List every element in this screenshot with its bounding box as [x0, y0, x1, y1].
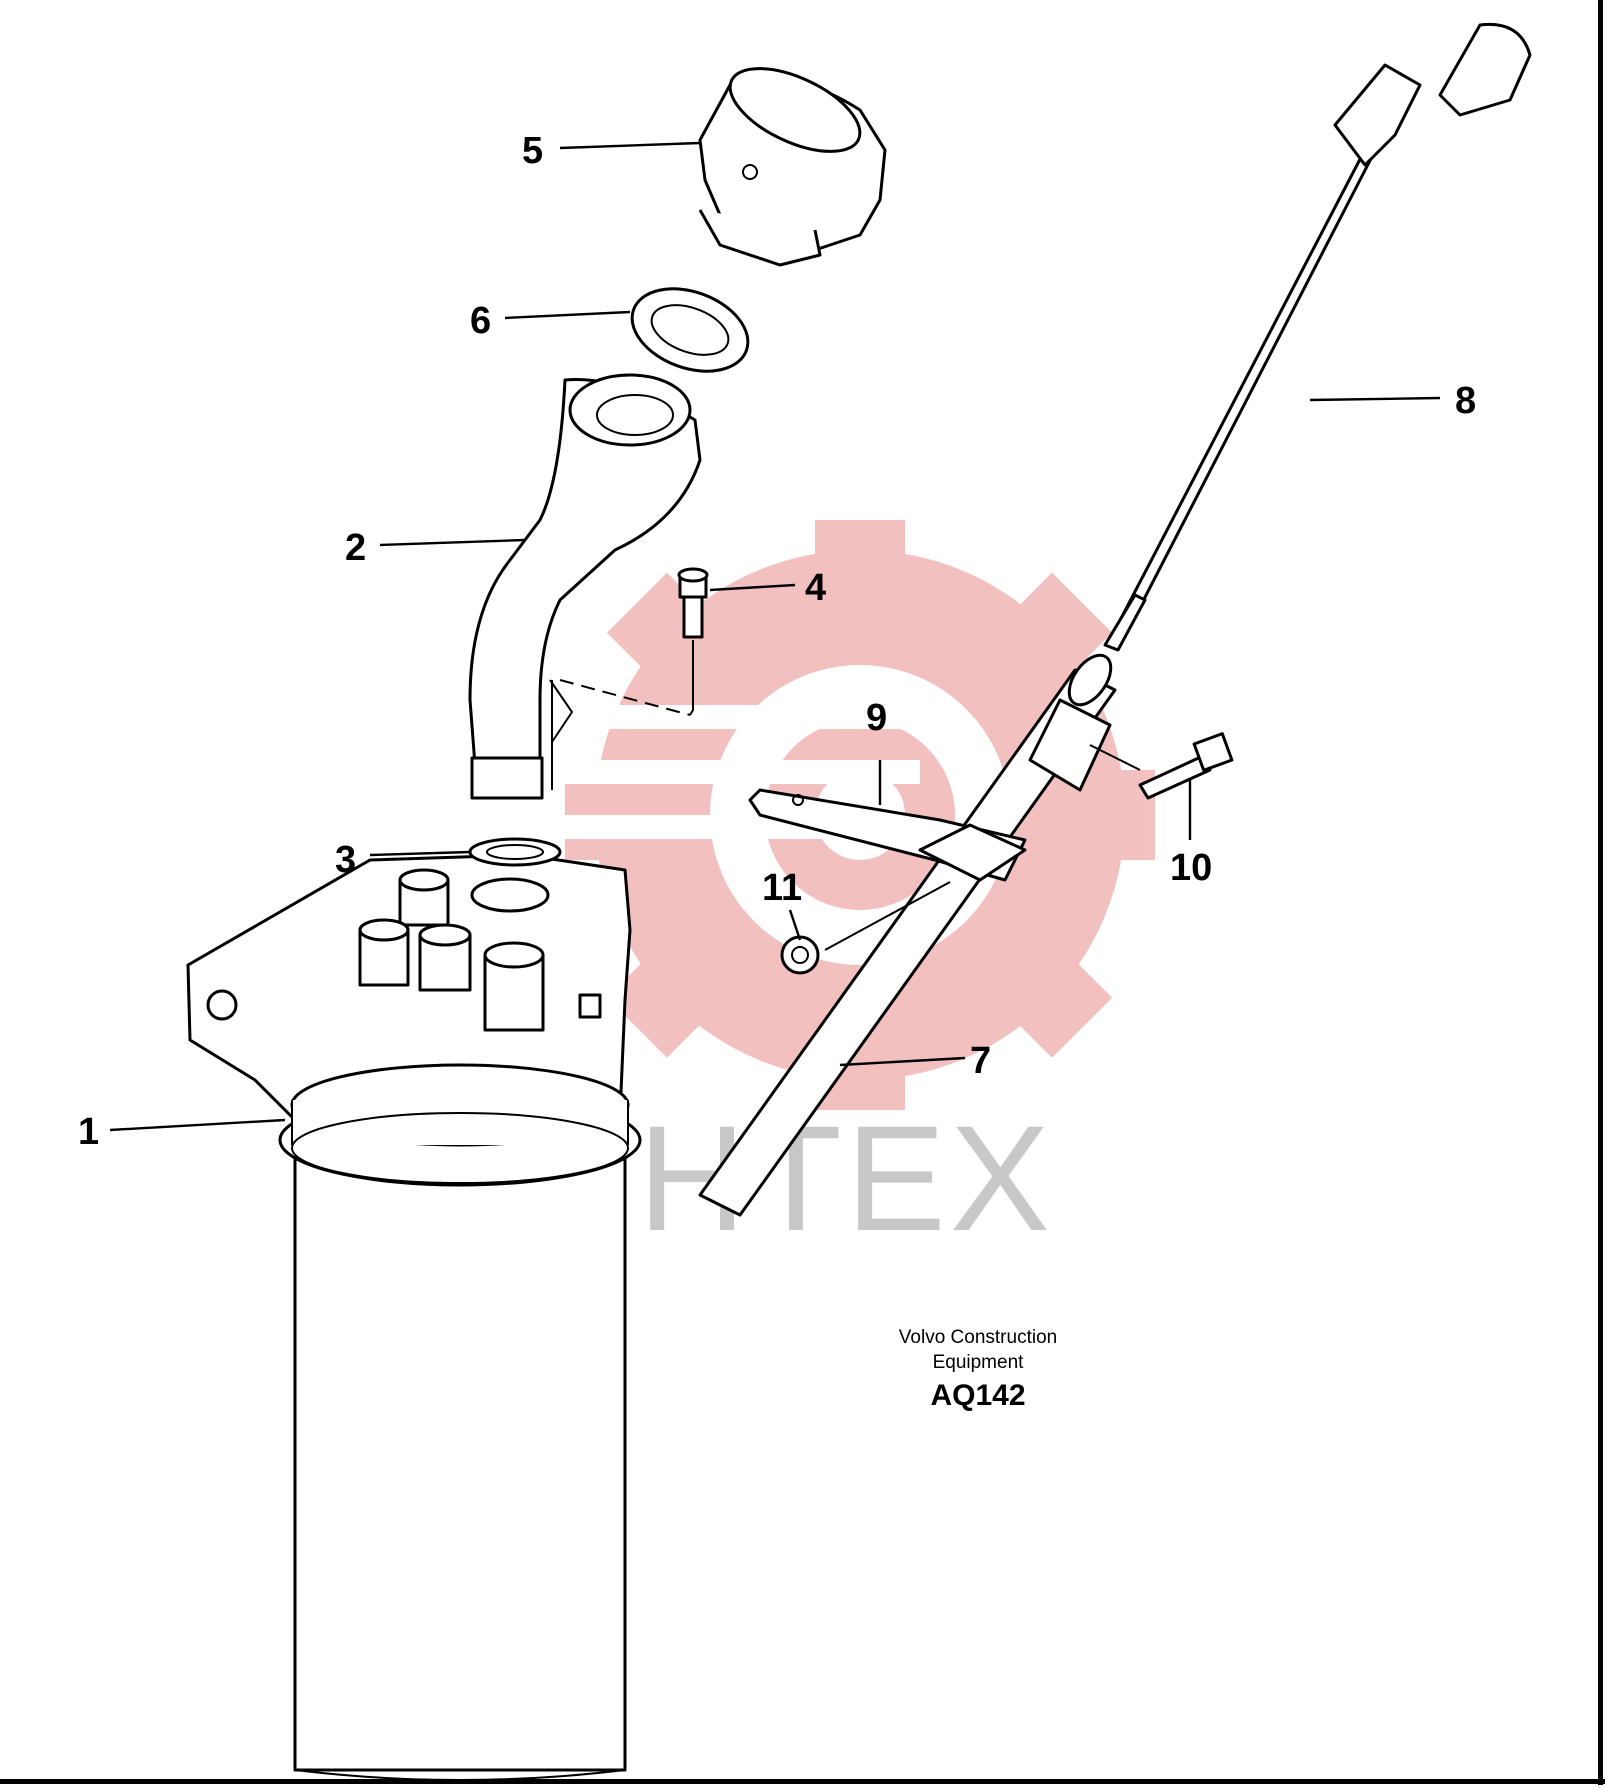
- callout-labels: 1 2 3 4 5 6 7 8 9 10 11: [78, 130, 1476, 1153]
- caption-code: AQ142: [930, 1379, 1025, 1412]
- frame-border-right: [1598, 0, 1603, 1785]
- seal-ring: [468, 837, 562, 867]
- oil-filter: [186, 853, 642, 1781]
- filler-pipe: [468, 373, 702, 800]
- callout-2: 2: [345, 527, 366, 569]
- nut: [780, 935, 820, 975]
- filler-cap: [698, 67, 887, 267]
- caption-line-2: Equipment: [933, 1352, 1025, 1373]
- gasket-ring: [630, 287, 750, 373]
- caption-line-1: Volvo Construction: [899, 1327, 1057, 1348]
- callout-3: 3: [335, 839, 356, 881]
- callout-4: 4: [805, 567, 826, 609]
- bracket: [748, 788, 1027, 882]
- callout-7: 7: [970, 1040, 991, 1082]
- callout-9: 9: [866, 697, 887, 739]
- callout-5: 5: [522, 130, 543, 172]
- screw: [1138, 732, 1234, 800]
- callout-1: 1: [78, 1111, 99, 1153]
- callout-6: 6: [470, 300, 491, 342]
- callout-8: 8: [1455, 380, 1476, 422]
- frame-border-bottom: [0, 1779, 1605, 1784]
- leader-lines: [109, 141, 1441, 1132]
- callout-11: 11: [762, 867, 802, 909]
- callout-10: 10: [1170, 847, 1212, 889]
- dipstick: [1103, 22, 1532, 652]
- caption-block: Volvo Construction Equipment AQ142: [899, 1327, 1057, 1412]
- bolt: [559, 567, 709, 716]
